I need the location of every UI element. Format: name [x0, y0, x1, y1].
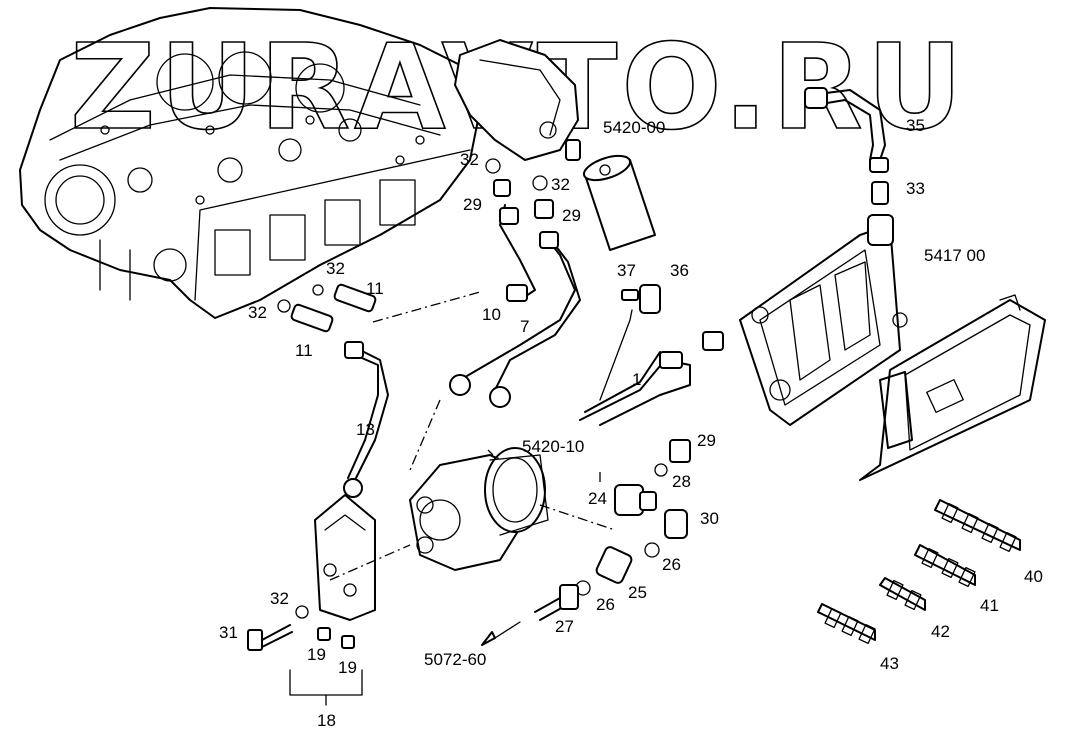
ecu-bracket [739, 214, 908, 426]
label-11: 11 [295, 341, 313, 360]
label-36: 36 [670, 261, 689, 280]
sealing-washers [485, 158, 554, 219]
label-5072-60: 5072-60 [424, 650, 486, 669]
callout-labels: 5420-00 35 32 32 33 29 29 5417 00 32 11 … [219, 116, 1043, 730]
connector-40 [934, 499, 1021, 553]
label-26: 26 [662, 555, 681, 574]
pump-bracket [314, 494, 376, 621]
connector-41 [914, 544, 976, 588]
label-27: 27 [555, 617, 574, 636]
label-30: 30 [700, 509, 719, 528]
label-5420-00: 5420-00 [603, 118, 665, 137]
nut-19a [317, 627, 331, 641]
label-32: 32 [551, 175, 570, 194]
connector-42 [879, 577, 926, 611]
label-25: 25 [628, 583, 647, 602]
label-1: 1 [632, 370, 641, 389]
engine-block [19, 7, 481, 319]
label-32: 32 [270, 589, 289, 608]
label-37: 37 [617, 261, 636, 280]
bracket-callout-18 [289, 669, 363, 706]
label-32: 32 [248, 303, 267, 322]
return-pipe-35 [804, 87, 889, 205]
label-41: 41 [980, 596, 999, 615]
label-13: 13 [356, 420, 375, 439]
label-33: 33 [906, 179, 925, 198]
fuel-pipes [343, 204, 691, 498]
label-7: 7 [520, 317, 529, 336]
label-18: 18 [317, 711, 336, 730]
assembly-lines [329, 291, 633, 581]
label-29: 29 [562, 206, 581, 225]
label-29: 29 [463, 195, 482, 214]
sensor-36 [621, 284, 661, 314]
label-43: 43 [880, 654, 899, 673]
label-42: 42 [931, 622, 950, 641]
label-31: 31 [219, 623, 238, 642]
ecu-unit [859, 294, 1046, 481]
label-28: 28 [672, 472, 691, 491]
label-26: 26 [596, 595, 615, 614]
fuel-filter-head [454, 39, 581, 161]
label-40: 40 [1024, 567, 1043, 586]
banjo-bolts [277, 283, 377, 333]
label-32: 32 [326, 259, 345, 278]
pump-fittings [481, 439, 691, 646]
label-35: 35 [906, 116, 925, 135]
bolt-31 [247, 605, 309, 651]
high-pressure-pump [409, 447, 549, 571]
label-11: 11 [366, 279, 384, 298]
label-24: 24 [588, 489, 607, 508]
label-32: 32 [460, 150, 479, 169]
label-29: 29 [697, 431, 716, 450]
label-5417-00: 5417 00 [924, 246, 985, 265]
nut-19b [341, 635, 355, 649]
connector-43 [817, 603, 876, 645]
label-5420-10: 5420-10 [522, 437, 584, 456]
fitting-near-bracket [702, 331, 724, 351]
label-19: 19 [338, 658, 357, 677]
label-19: 19 [307, 645, 326, 664]
label-10: 10 [482, 305, 501, 324]
fuel-filter-cartridge [582, 154, 656, 251]
